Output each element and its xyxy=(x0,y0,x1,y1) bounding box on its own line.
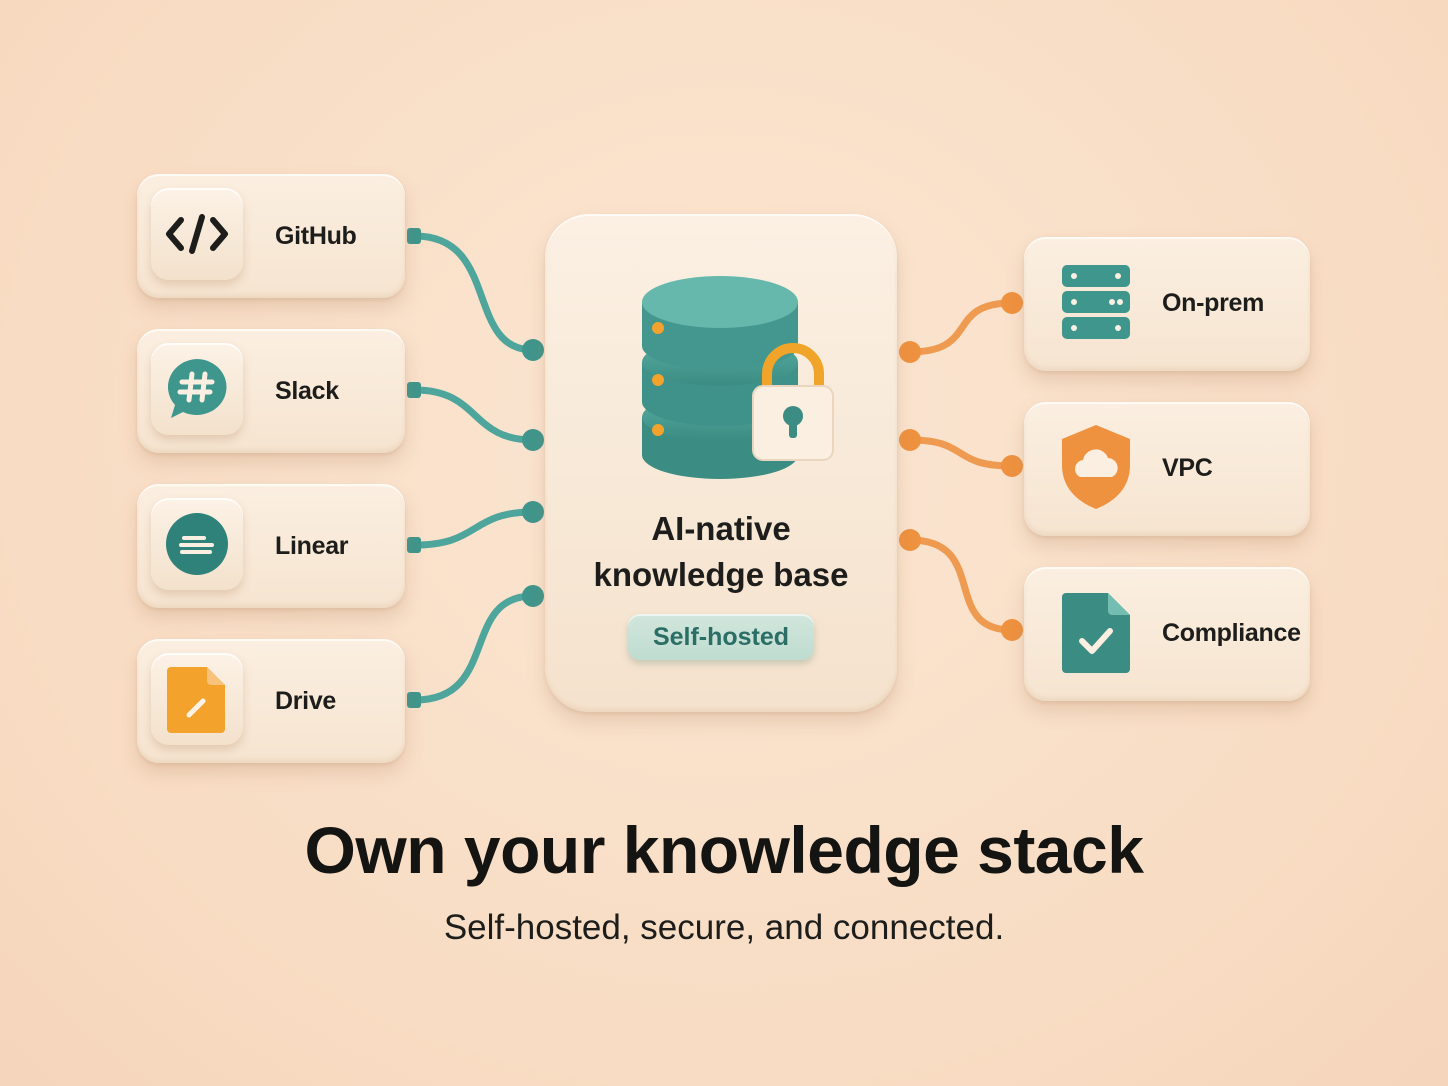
connector-compliance xyxy=(906,536,1016,634)
connector-github xyxy=(411,232,537,354)
cloud-shield-icon xyxy=(1062,425,1130,509)
destination-card-vpc[interactable]: VPC xyxy=(1024,402,1310,536)
hub-title: AI-native knowledge base xyxy=(545,506,897,598)
server-icon xyxy=(1062,265,1130,339)
source-card-drive[interactable]: Drive xyxy=(137,639,405,763)
source-card-slack[interactable]: Slack xyxy=(137,329,405,453)
source-label: Slack xyxy=(275,377,339,405)
connector-slack xyxy=(411,386,537,444)
destination-label: Compliance xyxy=(1162,619,1301,647)
subheadline: Self-hosted, secure, and connected. xyxy=(443,908,1005,947)
headline: Own your knowledge stack xyxy=(304,813,1144,887)
destination-card-compliance[interactable]: Compliance xyxy=(1024,567,1310,701)
source-card-linear[interactable]: Linear xyxy=(137,484,405,608)
destination-label: On-prem xyxy=(1162,289,1265,317)
linear-icon xyxy=(151,498,243,590)
hub-title-line2: knowledge base xyxy=(593,556,849,593)
destination-label: VPC xyxy=(1162,454,1213,482)
self-hosted-badge: Self-hosted xyxy=(628,614,814,660)
connector-vpc xyxy=(906,436,1016,470)
code-icon xyxy=(151,188,243,280)
document-icon xyxy=(151,653,243,745)
connector-linear xyxy=(411,508,537,549)
database-lock-icon xyxy=(627,262,847,494)
connector-drive xyxy=(411,592,537,704)
source-label: GitHub xyxy=(275,222,357,250)
connector-onprem xyxy=(906,299,1016,356)
source-card-github[interactable]: GitHub xyxy=(137,174,405,298)
hub-title-line1: AI-native xyxy=(651,510,791,547)
knowledge-base-hub[interactable]: AI-native knowledge base Self-hosted xyxy=(545,214,897,712)
chat-hash-icon xyxy=(151,343,243,435)
source-label: Drive xyxy=(275,687,337,715)
source-label: Linear xyxy=(275,532,349,560)
destination-card-onprem[interactable]: On-prem xyxy=(1024,237,1310,371)
checked-document-icon xyxy=(1062,593,1130,673)
